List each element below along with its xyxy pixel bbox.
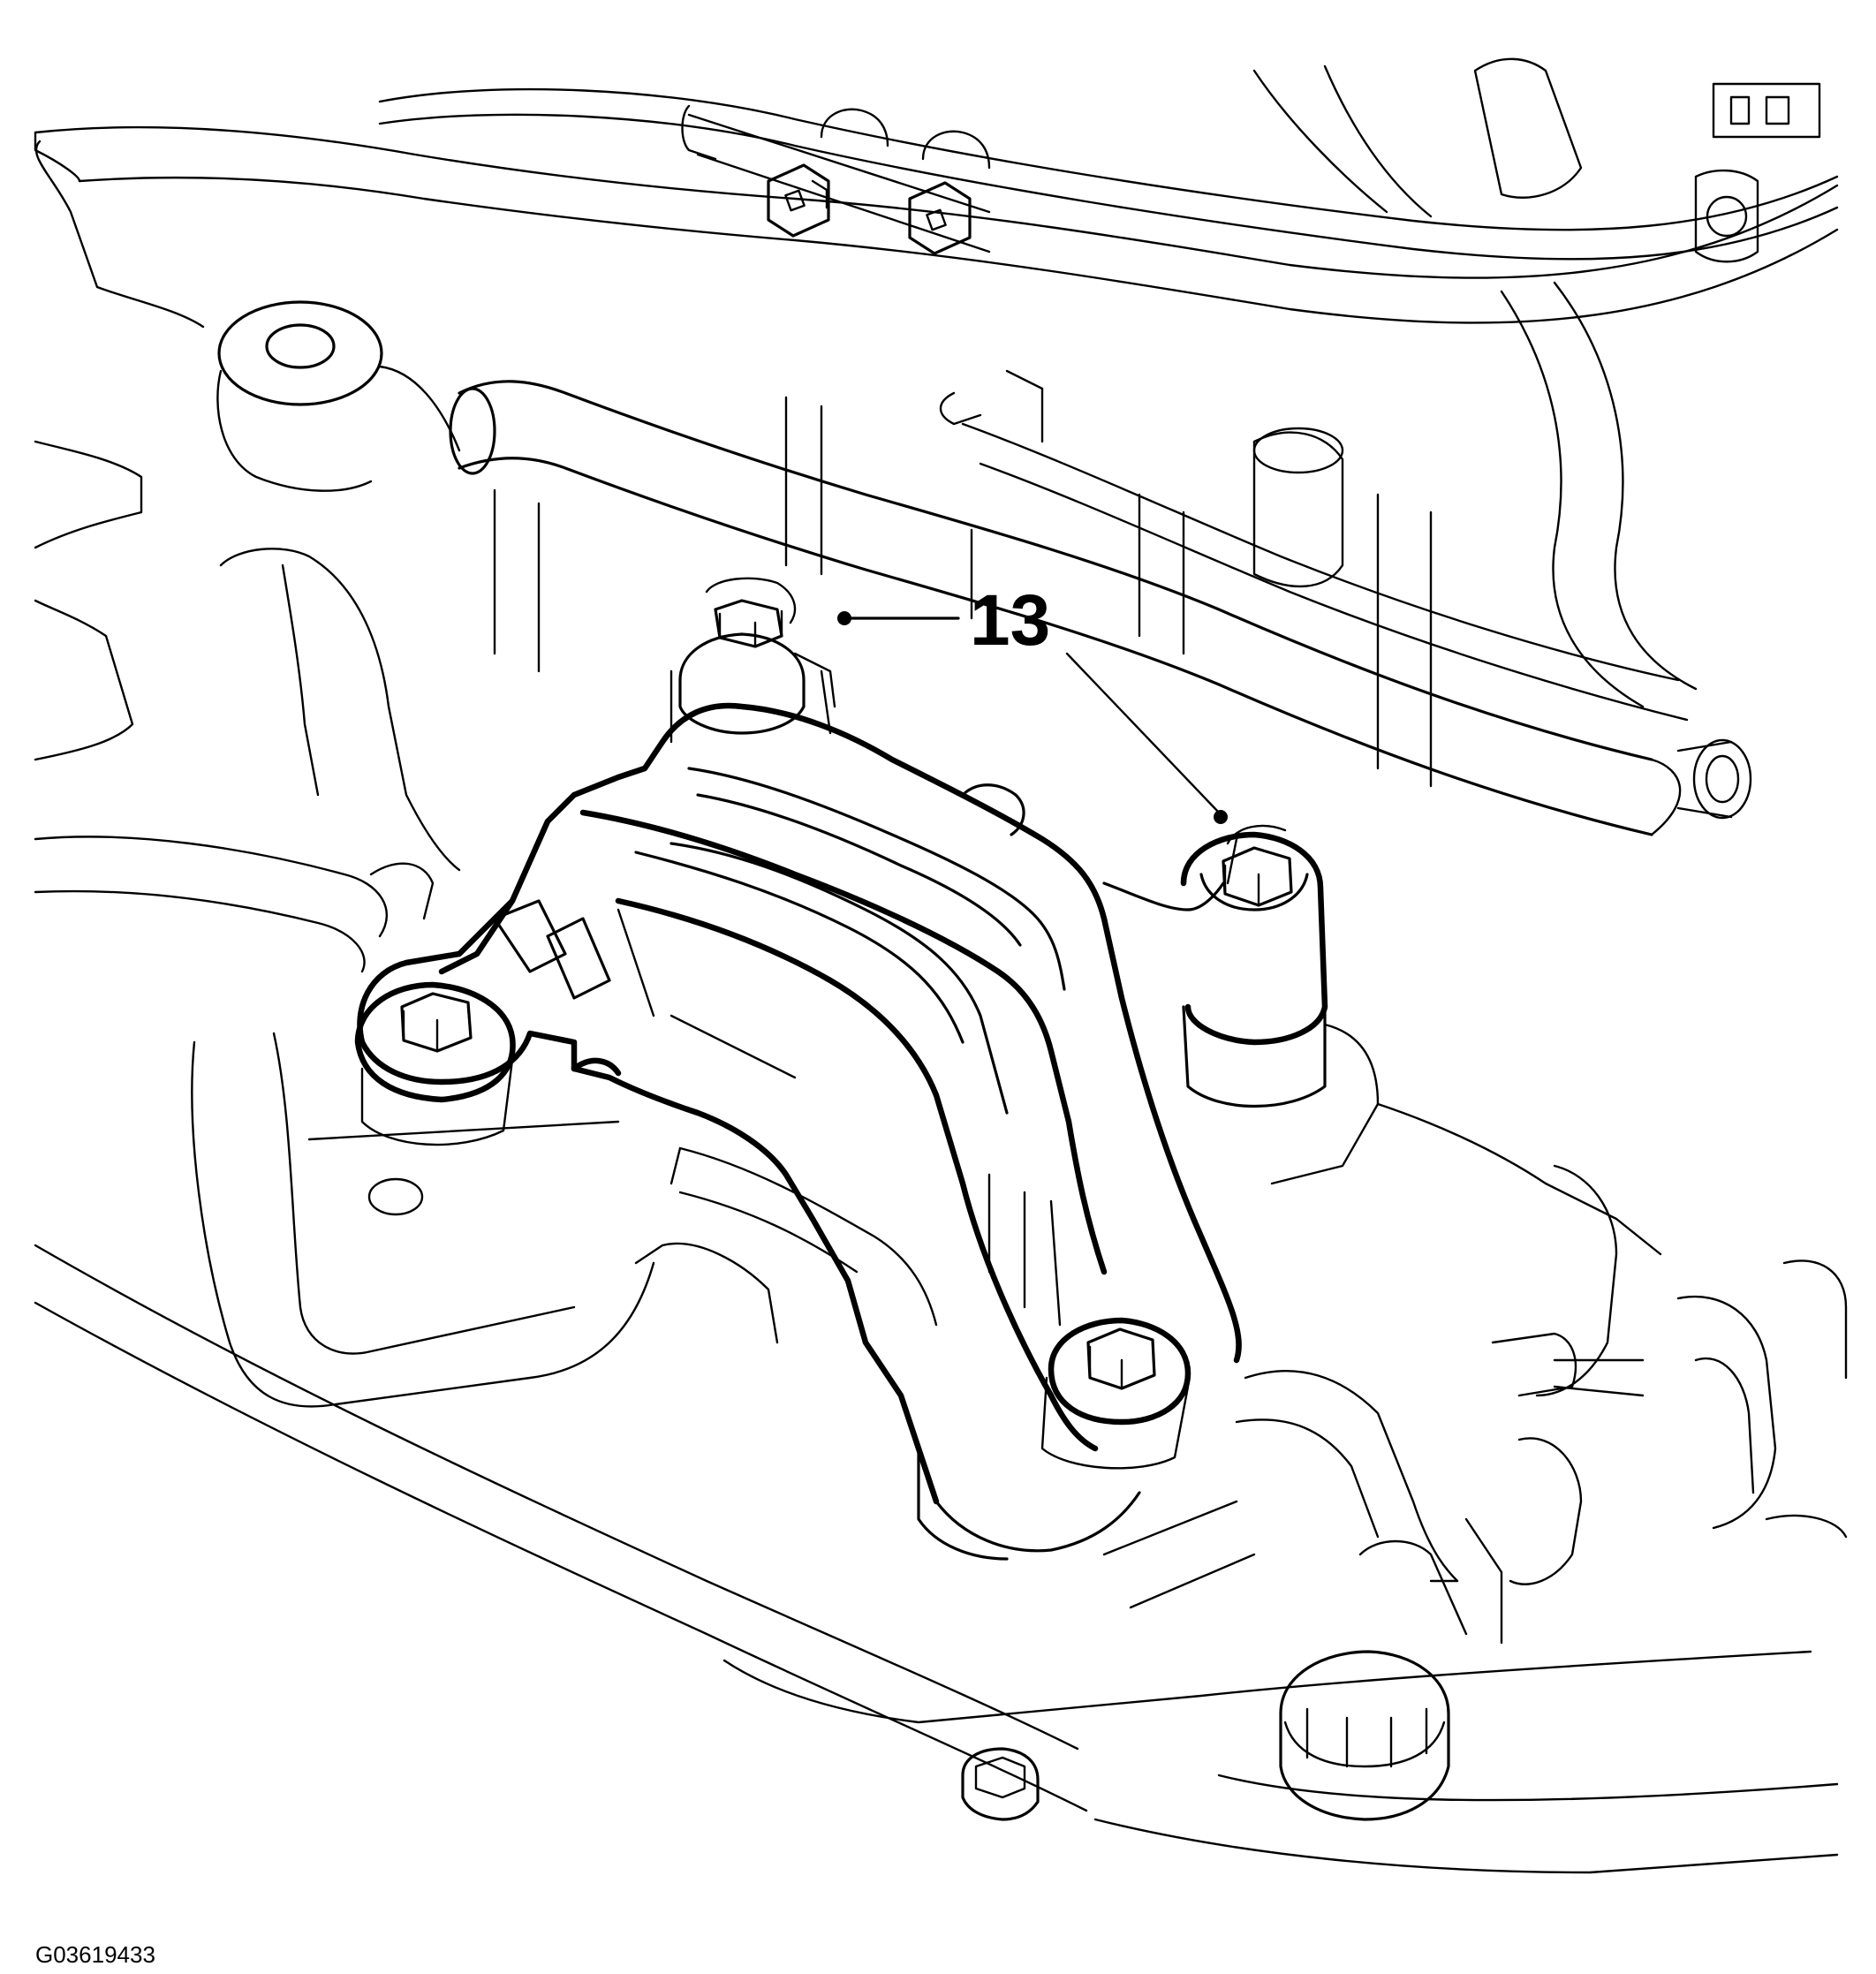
left-hose-and-bracket xyxy=(34,548,461,973)
right-lower-parts xyxy=(1235,1102,1848,1645)
engine-block-background xyxy=(493,369,1433,788)
lower-left-housing xyxy=(34,1032,1088,1812)
pipe-clips xyxy=(681,104,991,255)
lower-crossmember xyxy=(722,1500,1839,1874)
callout-13: 13 xyxy=(837,580,1228,824)
callout-number: 13 xyxy=(970,580,1050,661)
small-bolt-bottom xyxy=(961,1747,1040,1821)
mount-bolt-right xyxy=(1180,824,1380,1185)
frame-bracket-left xyxy=(34,140,461,761)
mount-bolt-front-left xyxy=(354,981,516,1146)
callout-leader-dot-b xyxy=(1214,810,1228,824)
mount-bolt-rear-left xyxy=(669,577,836,744)
right-hoses xyxy=(961,281,1752,820)
top-right-connectors xyxy=(1252,57,1821,263)
figure-id: G03619433 xyxy=(35,1941,155,1968)
coolant-hose xyxy=(449,380,1682,836)
upper-fuel-lines xyxy=(34,87,1839,324)
drain-cap-lower-right xyxy=(1279,1650,1450,1821)
transmission-mount xyxy=(357,702,1242,1561)
callout-leader-dot-a xyxy=(837,611,851,625)
callout-leader-line-b xyxy=(1065,652,1221,814)
mount-bolt-lower xyxy=(1040,1317,1191,1470)
